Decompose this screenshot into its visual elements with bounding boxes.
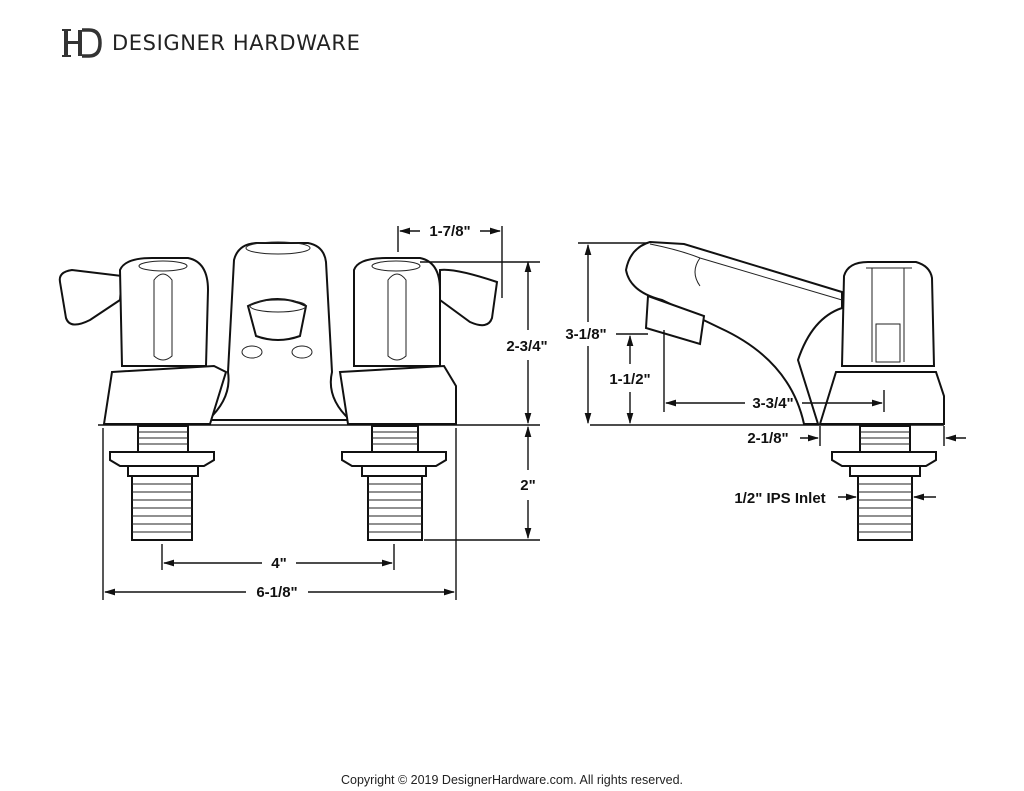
dim-shank-length: 2" bbox=[520, 477, 535, 494]
deck-plate bbox=[102, 364, 228, 425]
left-handle-lever bbox=[58, 268, 124, 326]
dim-center-spread: 4" bbox=[271, 555, 286, 572]
front-view: 1-7/8" 2-3/4" 2" 4" 6-1/8" bbox=[58, 223, 548, 601]
right-handle-lever bbox=[439, 268, 499, 327]
dim-overall-width: 6-1/8" bbox=[256, 584, 297, 601]
copyright-footer: Copyright © 2019 DesignerHardware.com. A… bbox=[341, 773, 683, 787]
dim-handle-offset: 1-7/8" bbox=[429, 223, 470, 240]
dim-spout-reach: 3-3/4" bbox=[752, 395, 793, 412]
dim-height-above-deck: 2-3/4" bbox=[506, 338, 547, 355]
side-view: 3-1/8" 1-1/2" 3-3/4" 2-1/8" 1/2" IPS Inl… bbox=[565, 240, 966, 541]
brand-header: DESIGNER HARDWARE bbox=[62, 26, 360, 60]
dim-base-depth: 2-1/8" bbox=[747, 430, 788, 447]
designer-hardware-logo bbox=[62, 28, 102, 58]
side-shank bbox=[831, 425, 937, 541]
dim-spout-height: 1-1/2" bbox=[609, 371, 650, 388]
side-spout bbox=[624, 240, 843, 425]
dim-overall-height: 3-1/8" bbox=[565, 326, 606, 343]
brand-name: DESIGNER HARDWARE bbox=[112, 31, 361, 55]
side-handle bbox=[840, 261, 936, 367]
right-shank bbox=[341, 425, 447, 541]
dim-inlet: 1/2" IPS Inlet bbox=[734, 490, 825, 507]
left-shank bbox=[109, 425, 215, 541]
right-handle bbox=[353, 257, 441, 367]
left-handle bbox=[118, 257, 210, 367]
